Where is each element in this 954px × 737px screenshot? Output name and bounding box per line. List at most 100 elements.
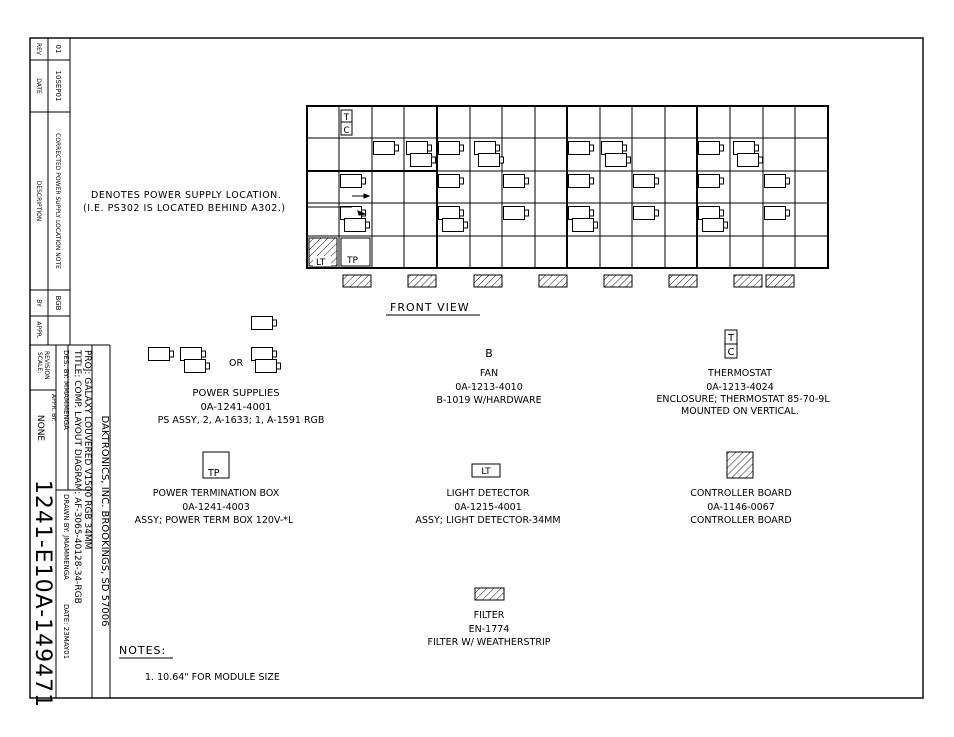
thermostat-part: 0A-1213-4024 (706, 382, 774, 393)
grid-power-supply (764, 174, 790, 188)
rev-value: 01 (54, 45, 62, 54)
grid-power-supply (568, 206, 594, 220)
filter (342, 274, 372, 288)
thermostat-title: THERMOSTAT (707, 368, 772, 379)
fan-title: FAN (480, 368, 498, 379)
controller-board-title: CONTROLLER BOARD (690, 488, 791, 499)
project-name: PROJ: GALAXY LOUVERED V1500 RGB 34MM (82, 350, 92, 549)
grid-light-detector: LT (308, 237, 338, 268)
grid-power-supply (605, 153, 631, 167)
denotes-arrows (306, 193, 371, 216)
fan-desc: B-1019 W/HARDWARE (436, 395, 541, 406)
controller-board-part: 0A-1146-0067 (707, 502, 775, 513)
rev-label: REV (35, 43, 42, 56)
svg-text:C: C (343, 126, 349, 136)
grid-power-supply (474, 141, 500, 155)
svg-text:T: T (727, 333, 735, 344)
company-name: DAKTRONICS, INC. BROOKINGS, SD 57006 (99, 416, 110, 627)
grid-power-supply (503, 206, 529, 220)
light-detector-symbol: LT (471, 463, 501, 478)
power-termination-box-part: 0A-1241-4003 (182, 502, 250, 513)
denotes-note-line1: DENOTES POWER SUPPLY LOCATION. (91, 190, 281, 201)
by-value: BGB (54, 296, 62, 311)
drawn-by: DRAWN BY: JMAMMENGA (62, 494, 70, 580)
grid-power-supply (340, 174, 366, 188)
grid-power-termination-box: TP (340, 237, 371, 267)
title-block (30, 345, 111, 698)
grid-power-supply (410, 153, 436, 167)
date-label: DATE (35, 78, 42, 94)
filter (603, 274, 633, 288)
grid-power-supplies (340, 141, 790, 232)
light-detector-title: LIGHT DETECTOR (446, 488, 529, 499)
filter (538, 274, 568, 288)
grid-power-supply (406, 141, 432, 155)
thermostat-note: MOUNTED ON VERTICAL. (681, 406, 799, 417)
grid-power-supply (568, 141, 594, 155)
svg-text:C: C (728, 347, 735, 358)
legend-or: OR (229, 358, 243, 369)
grid-power-supply (698, 206, 724, 220)
filter-desc: FILTER W/ WEATHERSTRIP (428, 637, 551, 648)
grid-power-supply (601, 141, 627, 155)
grid-power-supply (438, 174, 464, 188)
grid-thermostat: T C (340, 109, 353, 136)
description-label: DESCRIPTION (35, 181, 42, 222)
grid-power-supply (478, 153, 504, 167)
grid-power-supply (698, 174, 724, 188)
svg-text:LT: LT (481, 467, 491, 477)
grid-power-supply (633, 206, 659, 220)
grid-power-supply (633, 174, 659, 188)
controller-board-desc: CONTROLLER BOARD (690, 515, 791, 526)
designed-by: DES. BY: MMAMMENGA (62, 350, 70, 430)
power-supplies-title: POWER SUPPLIES (192, 388, 279, 399)
scale-label: SCALE: (36, 352, 43, 373)
grid-power-supply (344, 218, 370, 232)
svg-text:T: T (343, 113, 350, 123)
power-termination-box-title: POWER TERMINATION BOX (153, 488, 280, 499)
power-supplies-part: 0A-1241-4001 (200, 402, 271, 413)
grid-power-supply (572, 218, 598, 232)
fan-part: 0A-1213-4010 (455, 382, 523, 393)
grid-power-supply (764, 206, 790, 220)
grid-power-supply (503, 174, 529, 188)
description-value: CORRECTED POWER SUPPLY LOCATION NOTE (54, 133, 61, 269)
thermostat-desc: ENCLOSURE; THERMOSTAT 85-70-9L (656, 394, 830, 405)
filter (407, 274, 437, 288)
scale-value: NONE (35, 415, 45, 442)
filter-part: EN-1774 (469, 624, 510, 635)
by-label: BY (35, 299, 42, 307)
light-detector-part: 0A-1215-4001 (454, 502, 522, 513)
grid-power-supply (373, 141, 399, 155)
filter (733, 274, 763, 288)
legend-power-supplies-symbols (148, 316, 281, 373)
grid-power-supply (702, 218, 728, 232)
filter-title: FILTER (474, 610, 505, 621)
grid-power-supply (438, 141, 464, 155)
filter-symbol (474, 587, 505, 601)
filter (765, 274, 795, 288)
drawing-number: 1241-E10A-149471 (30, 480, 55, 708)
svg-text:TP: TP (346, 256, 358, 266)
light-detector-desc: ASSY; LIGHT DETECTOR-34MM (415, 515, 560, 526)
thermostat-symbol: T C (724, 329, 738, 359)
drawing-title: TITLE: COMP. LAYOUT DIAGRAM: AF-3065-401… (72, 349, 82, 604)
svg-text:LT: LT (316, 258, 326, 268)
revision-block (30, 38, 110, 346)
filter-row (342, 274, 795, 288)
fan-symbol: B (485, 347, 493, 360)
filter (473, 274, 503, 288)
grid-power-supply (698, 141, 724, 155)
svg-text:TP: TP (207, 468, 220, 479)
grid-power-supply (733, 141, 759, 155)
power-termination-box-symbol: TP (202, 451, 230, 479)
filter (668, 274, 698, 288)
note-item: 1. 10.64" FOR MODULE SIZE (145, 672, 280, 683)
drawing-date: DATE: 23MAY01 (62, 604, 70, 659)
notes-heading: NOTES: (119, 644, 166, 657)
appr-label: APPR. (35, 321, 42, 338)
denotes-note-line2: (I.E. PS302 IS LOCATED BEHIND A302.) (83, 203, 286, 214)
power-termination-box-desc: ASSY; POWER TERM BOX 120V-*L (135, 515, 294, 526)
grid-power-supply (442, 218, 468, 232)
